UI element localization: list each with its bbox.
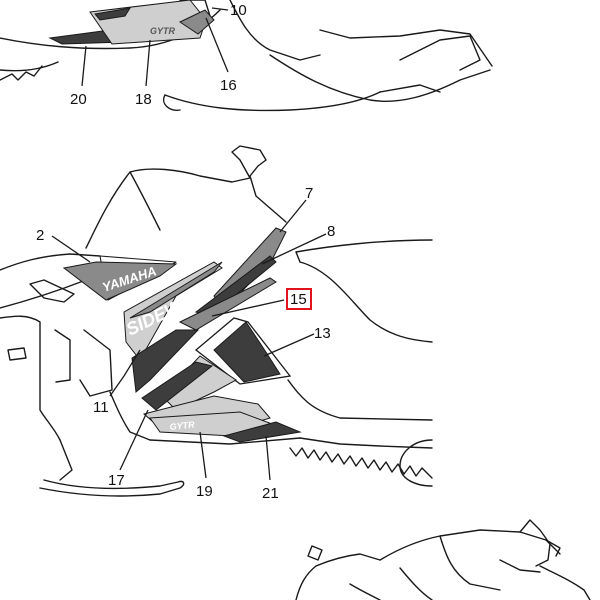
decal-11-stripe [129, 261, 223, 319]
callout-18: 18 [135, 91, 152, 108]
callout-11: 11 [93, 399, 109, 416]
leader-19 [199, 431, 207, 479]
callout-10: 10 [230, 2, 247, 19]
bottom-tunnel [539, 565, 591, 600]
rear-idler-wheel [399, 439, 433, 487]
bottom-sled-drawing [295, 519, 591, 600]
gytr-text: GYTR [169, 419, 195, 432]
bottom-handlebar [315, 553, 381, 567]
lower-body-line [109, 391, 151, 441]
top-track-teeth [0, 65, 43, 81]
leader-20 [81, 45, 87, 87]
leader-21 [265, 435, 271, 481]
running-board-front [149, 437, 301, 445]
track-teeth [289, 447, 433, 479]
main-sled-drawing [0, 145, 433, 497]
decal-15 [178, 277, 277, 331]
leader-16 [205, 17, 229, 73]
bottom-front-line [295, 565, 317, 600]
top-rear-bumper [399, 35, 481, 71]
front-marker [7, 347, 27, 361]
decal-13-dark [213, 321, 281, 383]
decal-21 [222, 421, 302, 443]
bottom-lower [349, 583, 381, 600]
bottom-mirror [307, 545, 323, 561]
leader-2 [51, 235, 91, 263]
bottom-rear-tip [545, 539, 561, 557]
bottom-rear [519, 519, 551, 567]
headlight-vent [29, 279, 75, 303]
callout-8: 8 [327, 223, 335, 240]
leader-10 [211, 7, 229, 11]
leader-13 [263, 333, 315, 357]
front-nose [0, 315, 61, 441]
running-board-edge [299, 437, 433, 449]
highlight-box-15 [286, 288, 312, 310]
top-ski [164, 91, 381, 112]
callout-20: 20 [70, 91, 87, 108]
seat-side [299, 261, 433, 343]
seat-top [295, 239, 433, 253]
windshield [85, 145, 287, 249]
top-sled-drawing: GYTR [0, 0, 493, 112]
bottom-seat [379, 529, 561, 561]
callout-17: 17 [108, 472, 125, 489]
leader-8 [261, 233, 327, 265]
bottom-panel [399, 567, 433, 600]
leader-17 [119, 409, 149, 471]
top-side-panel [229, 0, 321, 61]
top-body-line [0, 61, 59, 72]
callout-2: 2 [36, 227, 44, 244]
top-ski-rear [379, 84, 441, 93]
leader-18 [145, 39, 151, 87]
top-running-board [269, 54, 491, 102]
top-tunnel-upper [319, 29, 493, 67]
seat-front [295, 251, 301, 263]
bottom-seat-side [439, 535, 501, 591]
side-panel-front [79, 329, 113, 397]
callout-13: 13 [314, 325, 331, 342]
leader-11 [109, 349, 141, 397]
bottom-strap [499, 559, 541, 573]
leader-7 [279, 199, 307, 233]
callout-21: 21 [262, 485, 279, 502]
callout-7: 7 [305, 185, 313, 202]
callout-19: 19 [196, 483, 213, 500]
side-vent-front [54, 329, 71, 383]
windshield-edge [129, 171, 161, 231]
ski [39, 479, 185, 497]
decal-2 [62, 261, 178, 301]
callout-16: 16 [220, 77, 237, 94]
decal-16-top [178, 9, 215, 35]
hood-top-line [0, 253, 101, 271]
decal-11-dark [131, 329, 200, 393]
ski-spindle [59, 439, 73, 481]
gytr-top-text: GYTR [150, 26, 176, 36]
callout-15[interactable]: 15 [290, 291, 307, 308]
decal-18-stripe [94, 7, 132, 21]
decal-17-dark [141, 361, 214, 411]
leader-15 [211, 299, 285, 317]
tunnel-side [287, 379, 433, 421]
top-ski-tip [163, 94, 181, 111]
